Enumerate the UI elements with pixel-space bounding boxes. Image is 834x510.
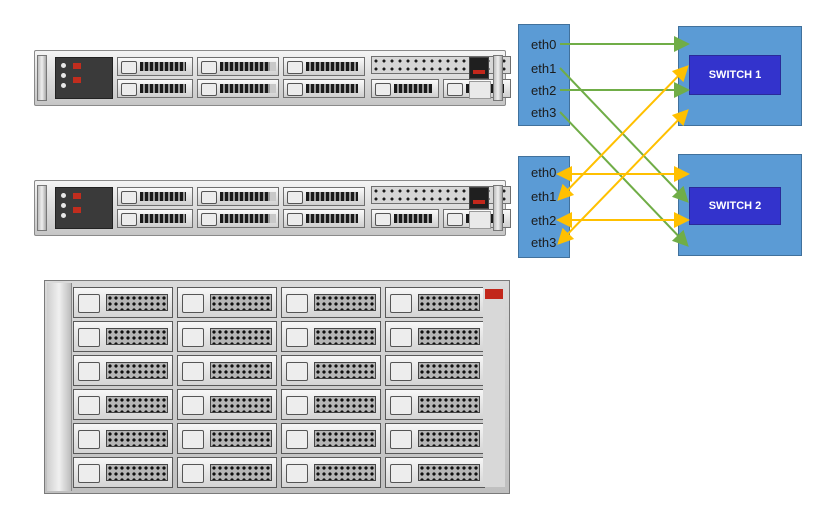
storage-enclosure bbox=[44, 280, 510, 494]
enclosure-control-panel bbox=[47, 283, 72, 491]
drive-bay bbox=[117, 57, 193, 76]
drive-sled bbox=[281, 389, 381, 420]
drive-sled bbox=[177, 389, 277, 420]
status-led bbox=[61, 63, 66, 68]
drive-bay bbox=[283, 187, 365, 206]
port-label-eth0: eth0 bbox=[531, 165, 557, 180]
port-label-eth1: eth1 bbox=[531, 61, 557, 76]
rack-ear-left bbox=[37, 185, 47, 231]
drive-sled bbox=[385, 287, 485, 318]
service-label bbox=[469, 211, 491, 229]
drive-bay bbox=[197, 187, 279, 206]
status-led bbox=[61, 203, 66, 208]
port-label-eth2: eth2 bbox=[531, 83, 557, 98]
drive-sled bbox=[177, 355, 277, 386]
port-label-eth3: eth3 bbox=[531, 105, 557, 120]
drive-bay bbox=[283, 209, 365, 228]
switch-1-box: SWITCH 1 bbox=[678, 26, 802, 126]
drive-sled bbox=[281, 355, 381, 386]
usb-port bbox=[73, 207, 81, 213]
usb-port bbox=[73, 193, 81, 199]
drive-sled bbox=[73, 355, 173, 386]
status-led bbox=[61, 213, 66, 218]
rack-ear-right bbox=[493, 55, 503, 101]
vendor-logo bbox=[485, 289, 503, 299]
front-control-panel bbox=[55, 187, 113, 229]
drive-sled bbox=[281, 321, 381, 352]
port-label-eth3: eth3 bbox=[531, 235, 557, 250]
drive-bay bbox=[371, 209, 439, 228]
rack-ear-left bbox=[37, 55, 47, 101]
drive-bay bbox=[117, 187, 193, 206]
service-label bbox=[469, 81, 491, 99]
drive-sled bbox=[73, 389, 173, 420]
usb-port bbox=[73, 63, 81, 69]
drive-bay bbox=[197, 79, 279, 98]
drive-bay bbox=[283, 57, 365, 76]
drive-bay bbox=[283, 79, 365, 98]
drive-sled bbox=[385, 321, 485, 352]
port-label-eth1: eth1 bbox=[531, 189, 557, 204]
drive-sled bbox=[385, 457, 485, 488]
status-led bbox=[61, 83, 66, 88]
drive-bay bbox=[197, 209, 279, 228]
drive-sled bbox=[73, 321, 173, 352]
drive-sled bbox=[281, 457, 381, 488]
drive-sled bbox=[281, 423, 381, 454]
drive-bay bbox=[117, 79, 193, 98]
drive-sled bbox=[177, 423, 277, 454]
drive-sled bbox=[177, 321, 277, 352]
usb-port bbox=[73, 77, 81, 83]
drive-sled bbox=[73, 287, 173, 318]
status-led bbox=[61, 73, 66, 78]
server-1u-top bbox=[34, 50, 511, 106]
drive-sled bbox=[73, 457, 173, 488]
drive-bay bbox=[197, 57, 279, 76]
drive-sled bbox=[281, 287, 381, 318]
status-led bbox=[61, 193, 66, 198]
server-1u-bottom bbox=[34, 180, 511, 236]
drive-bay bbox=[371, 79, 439, 98]
switch-1-label: SWITCH 1 bbox=[689, 55, 781, 95]
rack-ear-right bbox=[493, 185, 503, 231]
drive-bay bbox=[117, 209, 193, 228]
port-label-eth0: eth0 bbox=[531, 37, 557, 52]
switch-2-label: SWITCH 2 bbox=[689, 187, 781, 225]
link-server_b-eth3-switch1 bbox=[557, 109, 689, 245]
enclosure-info-panel bbox=[483, 287, 505, 487]
port-label-eth2: eth2 bbox=[531, 213, 557, 228]
drive-sled bbox=[177, 457, 277, 488]
vendor-logo bbox=[469, 57, 489, 79]
drive-sled bbox=[177, 287, 277, 318]
drive-sled bbox=[385, 423, 485, 454]
vendor-logo bbox=[469, 187, 489, 209]
drive-sled bbox=[385, 389, 485, 420]
drive-sled bbox=[73, 423, 173, 454]
